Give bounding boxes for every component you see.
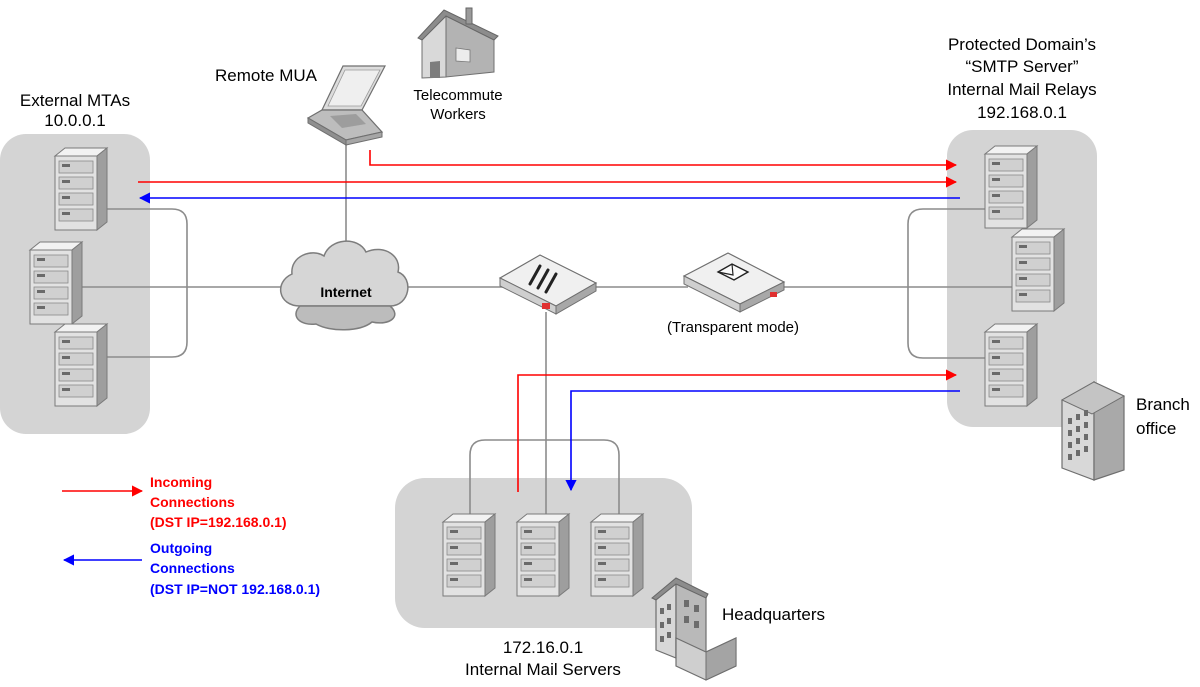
server-icon (29, 241, 83, 325)
protected-domain-line-2: “SMTP Server” (965, 57, 1078, 76)
headquarters-building-icon (651, 577, 737, 681)
server-icon (984, 323, 1038, 407)
laptop-icon (306, 65, 386, 146)
server-icon (590, 513, 644, 597)
internal-servers-ip: 172.16.0.1 (503, 638, 583, 657)
server-icon (54, 147, 108, 231)
server-icon (516, 513, 570, 597)
house-icon (417, 7, 499, 79)
legend-outgoing-line-1: Outgoing (150, 540, 212, 556)
protected-domain-line-3: Internal Mail Relays (947, 80, 1096, 99)
branch-office-label-line-1: Branch (1136, 395, 1190, 414)
firewall-appliance-icon (498, 254, 598, 315)
branch-office-label-line-2: office (1136, 419, 1176, 438)
branch-office-building-icon (1060, 380, 1126, 481)
remote-mua-label: Remote MUA (215, 66, 318, 85)
protected-domain-line-4: 192.168.0.1 (977, 103, 1067, 122)
telecommute-label-line-1: Telecommute (413, 87, 502, 104)
headquarters-label: Headquarters (722, 605, 825, 624)
server-icon (1011, 228, 1065, 312)
outgoing-connections (138, 192, 960, 492)
external-mtas-ip: 10.0.0.1 (44, 111, 105, 130)
internet-cloud-icon (279, 240, 409, 331)
legend-incoming-line-2: Connections (150, 494, 235, 510)
transparent-mode-label: (Transparent mode) (667, 319, 799, 336)
legend-outgoing-line-3: (DST IP=NOT 192.168.0.1) (150, 581, 320, 597)
server-icon (984, 145, 1038, 229)
mail-appliance-icon (682, 252, 786, 313)
server-icon (442, 513, 496, 597)
internet-label: Internet (320, 284, 372, 300)
protected-domain-line-1: Protected Domain’s (948, 35, 1096, 54)
legend-outgoing-line-2: Connections (150, 560, 235, 576)
network-links (82, 138, 1015, 518)
legend-incoming-line-1: Incoming (150, 474, 212, 490)
legend-incoming-line-3: (DST IP=192.168.0.1) (150, 514, 287, 530)
internal-servers-title: Internal Mail Servers (465, 660, 621, 679)
legend: Incoming Connections (DST IP=192.168.0.1… (62, 474, 320, 597)
incoming-connections (138, 150, 958, 492)
external-mtas-title: External MTAs (20, 91, 130, 110)
server-icon (54, 323, 108, 407)
telecommute-label-line-2: Workers (430, 106, 486, 123)
